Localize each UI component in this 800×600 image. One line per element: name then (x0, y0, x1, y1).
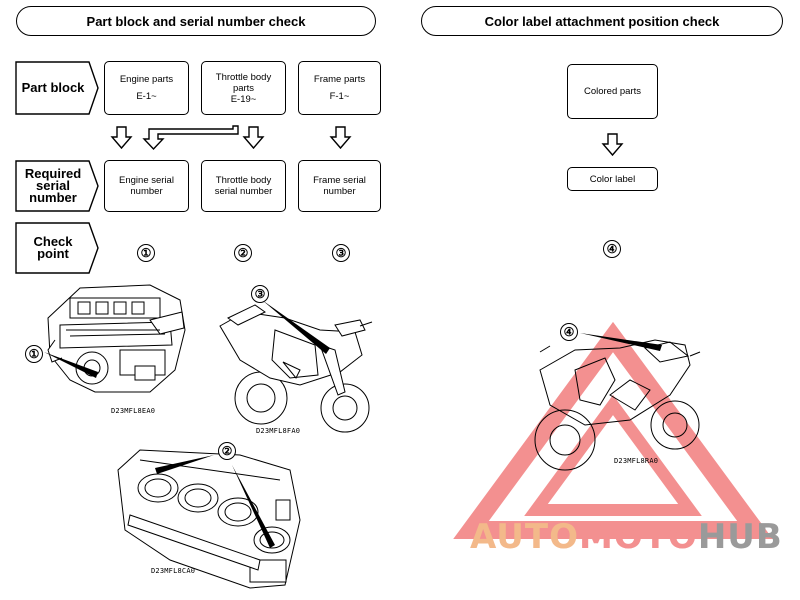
check-point-1: ① (137, 244, 155, 262)
row-label-check-line2: point (37, 246, 69, 261)
frame-callout-text: ③ (254, 287, 266, 301)
serial-throttle-line2: serial number (214, 186, 273, 197)
check-point-4-text: ④ (606, 242, 618, 256)
check-point-3-text: ③ (335, 246, 347, 260)
down-arrow-color (601, 133, 624, 157)
throttle-callout-pointer-b (232, 465, 275, 548)
serial-frame-line2: number (323, 186, 356, 197)
watermark-part-auto: AUTO (470, 517, 579, 557)
watermark-part-hub: HUB (697, 517, 783, 557)
color-label-box: Color label (567, 167, 658, 191)
frame-callout-pointer (262, 300, 330, 354)
check-point-4: ④ (603, 240, 621, 258)
part-block-throttle-body: Throttle body parts E-19~ (201, 61, 286, 115)
engine-figure-code: D23MFL8EA0 (111, 407, 156, 415)
row-label-required-serial-shape (15, 160, 99, 212)
part-block-frame-code: F-1~ (329, 91, 350, 102)
serial-engine-line2: number (130, 186, 163, 197)
color-figure-code: D23MFL8RA0 (614, 457, 659, 465)
part-block-throttle-name-line2: parts (232, 82, 255, 94)
row-label-required-serial: Required serial number (15, 160, 99, 212)
throttle-callout-pointer-a (155, 455, 214, 474)
colored-parts-text: Colored parts (583, 86, 642, 97)
route-arrow-throttle-to-engine (142, 125, 239, 151)
throttle-callout-text: ② (221, 444, 233, 458)
throttle-callout-marker: ② (218, 442, 236, 460)
color-callout-pointer (580, 333, 662, 351)
color-callout-marker: ④ (560, 323, 578, 341)
row-label-part-block: Part block (15, 61, 99, 115)
down-arrow-throttle (242, 126, 265, 150)
row-label-check-line1: Check (33, 234, 73, 249)
part-block-throttle-code: E-19~ (230, 93, 257, 105)
part-block-frame: Frame parts F-1~ (298, 61, 381, 115)
part-block-frame-name: Frame parts (313, 74, 366, 85)
row-label-check-point-shape (15, 222, 99, 274)
part-block-engine-code: E-1~ (136, 91, 157, 102)
part-block-engine-name: Engine parts (119, 74, 174, 85)
section-header-serial-check: Part block and serial number check (16, 6, 376, 36)
check-point-2: ② (234, 244, 252, 262)
check-point-2-text: ② (237, 246, 249, 260)
section-header-color-label-check-text: Color label attachment position check (484, 13, 720, 29)
check-point-3: ③ (332, 244, 350, 262)
row-label-part-block-shape (15, 61, 99, 115)
engine-callout-pointer (44, 352, 98, 378)
check-point-1-text: ① (140, 246, 152, 260)
serial-box-engine: Engine serial number (104, 160, 189, 212)
row-label-check-point: Check point (15, 222, 99, 274)
serial-box-throttle-body: Throttle body serial number (201, 160, 286, 212)
engine-callout-text: ① (28, 347, 40, 361)
down-arrow-frame (329, 126, 352, 150)
colored-parts-box: Colored parts (567, 64, 658, 119)
engine-callout-marker: ① (25, 345, 43, 363)
serial-throttle-line1: Throttle body (215, 175, 272, 186)
down-arrow-engine (110, 126, 133, 150)
row-label-required-line3: number (29, 190, 77, 205)
serial-box-frame: Frame serial number (298, 160, 381, 212)
section-header-serial-check-text: Part block and serial number check (86, 13, 306, 29)
watermark-part-moto: MOTO (578, 517, 698, 557)
frame-figure-code: D23MFL8FA0 (256, 427, 301, 435)
row-label-part-block-text: Part block (21, 80, 85, 95)
part-block-throttle-name-line1: Throttle body (215, 71, 272, 83)
color-callout-text: ④ (563, 325, 575, 339)
row-label-required-line2: serial (36, 178, 70, 193)
throttle-figure-code: D23MFL8CA0 (151, 567, 196, 575)
color-label-text: Color label (589, 173, 636, 185)
serial-frame-line1: Frame serial (313, 175, 366, 186)
part-block-engine: Engine parts E-1~ (104, 61, 189, 115)
frame-callout-marker: ③ (251, 285, 269, 303)
section-header-color-label-check: Color label attachment position check (421, 6, 783, 36)
watermark-logo-text: AUTOMOTOHUB (470, 517, 783, 557)
serial-engine-line1: Engine serial (119, 175, 174, 186)
row-label-required-line1: Required (24, 166, 82, 181)
